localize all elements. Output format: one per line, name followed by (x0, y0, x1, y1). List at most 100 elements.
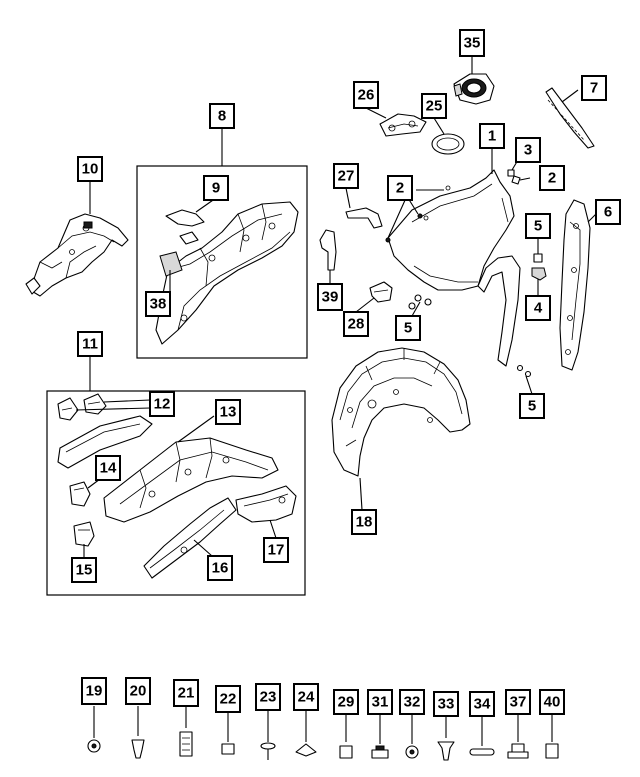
svg-text:17: 17 (268, 542, 285, 559)
fastener-29-drawing (339, 714, 353, 759)
part-1-fender-drawing (387, 169, 521, 367)
leader-5b (411, 301, 421, 317)
svg-text:10: 10 (82, 161, 99, 178)
svg-text:13: 13 (220, 404, 237, 421)
callout-2b: 2 (539, 165, 565, 191)
callout-31: 31 (367, 689, 393, 715)
part-11-rail-assembly-drawing (57, 393, 297, 579)
leader-13 (177, 415, 215, 443)
callout-19: 19 (81, 677, 107, 705)
svg-text:5: 5 (404, 320, 412, 337)
part-25-fuel-door-drawing (431, 133, 465, 155)
callout-22: 22 (215, 685, 241, 713)
svg-text:20: 20 (130, 683, 147, 700)
part-39-bracket-drawing (319, 229, 337, 271)
callout-28: 28 (343, 311, 369, 337)
leader-16 (193, 539, 213, 557)
svg-text:26: 26 (358, 87, 375, 104)
svg-text:5: 5 (528, 398, 536, 415)
leader-18 (359, 477, 363, 511)
part-7-seal-drawing (545, 87, 595, 149)
callout-14: 14 (95, 455, 121, 481)
svg-text:6: 6 (604, 204, 612, 221)
fastener-32-drawing (405, 714, 419, 759)
part-26-hinge-drawing (379, 113, 427, 137)
part-2-clip-b-drawing (417, 213, 423, 219)
fastener-34-drawing (469, 716, 495, 756)
part-2-clip-a-drawing (385, 237, 391, 243)
callout-9: 9 (203, 175, 229, 201)
fastener-21-drawing (179, 706, 193, 757)
leader-28 (355, 297, 375, 313)
callout-8: 8 (209, 103, 235, 129)
part-28-bracket-line-drawing (373, 289, 389, 293)
leader-7 (561, 89, 579, 103)
part-27-bracket-drawing (345, 207, 383, 229)
callout-21: 21 (173, 679, 199, 707)
svg-text:14: 14 (100, 460, 117, 477)
callout-25: 25 (421, 93, 447, 119)
callout-33: 33 (433, 691, 459, 717)
callout-32: 32 (399, 689, 425, 715)
part-3-clip-drawing (507, 169, 515, 177)
svg-text:31: 31 (372, 694, 389, 711)
callout-40: 40 (539, 689, 565, 715)
svg-text:15: 15 (76, 562, 93, 579)
leader-27 (345, 187, 351, 209)
svg-text:28: 28 (348, 316, 365, 333)
part-2-clip-c-drawing (511, 175, 521, 185)
leader-12b (75, 407, 151, 411)
callout-12: 12 (149, 391, 175, 417)
callout-5b: 5 (395, 315, 421, 341)
svg-text:34: 34 (474, 696, 491, 713)
svg-text:5: 5 (534, 218, 542, 235)
callout-2a: 2 (387, 175, 413, 201)
svg-text:22: 22 (220, 691, 237, 708)
callout-17: 17 (263, 537, 289, 563)
svg-text:9: 9 (212, 180, 220, 197)
svg-text:16: 16 (212, 560, 229, 577)
fastener-24-drawing (295, 710, 317, 757)
callout-26: 26 (353, 81, 379, 109)
leader-17 (269, 519, 277, 539)
part-4-nut-drawing (531, 267, 547, 281)
leader-26 (365, 107, 387, 119)
svg-text:37: 37 (510, 694, 527, 711)
callout-1: 1 (479, 123, 505, 149)
callout-10: 10 (77, 156, 103, 182)
svg-text:7: 7 (590, 80, 598, 97)
leader-6 (587, 213, 597, 223)
fastener-19-drawing (87, 706, 101, 753)
callout-3: 3 (515, 137, 541, 163)
svg-text:23: 23 (260, 689, 277, 706)
callout-27: 27 (333, 163, 359, 189)
svg-text:11: 11 (82, 336, 98, 353)
callout-24: 24 (293, 683, 319, 711)
part-8-apron-assembly-drawing (155, 201, 299, 345)
callout-38: 38 (145, 291, 171, 317)
leader-2d (519, 177, 531, 181)
part-10-frame-rail-drawing (25, 213, 129, 297)
svg-text:12: 12 (154, 396, 171, 413)
fastener-33-drawing (437, 716, 455, 761)
callout-6: 6 (595, 199, 621, 225)
fastener-23-drawing (260, 710, 276, 760)
svg-text:19: 19 (86, 683, 103, 700)
leader-12 (103, 399, 151, 403)
part-5-clip-b-drawing (414, 294, 422, 302)
svg-text:1: 1 (488, 128, 496, 145)
part-5-clip-a-drawing (533, 253, 543, 263)
svg-text:33: 33 (438, 696, 455, 713)
fastener-40-drawing (545, 714, 559, 759)
callout-18: 18 (351, 509, 377, 535)
callout-34: 34 (469, 691, 495, 717)
group-frame-11 (46, 390, 306, 596)
leader-25 (433, 117, 445, 135)
callout-11: 11 (77, 331, 103, 357)
callout-29: 29 (333, 689, 359, 715)
svg-text:24: 24 (298, 689, 315, 706)
fastener-37-drawing (507, 714, 529, 759)
svg-text:38: 38 (150, 296, 167, 313)
svg-text:27: 27 (338, 168, 355, 185)
